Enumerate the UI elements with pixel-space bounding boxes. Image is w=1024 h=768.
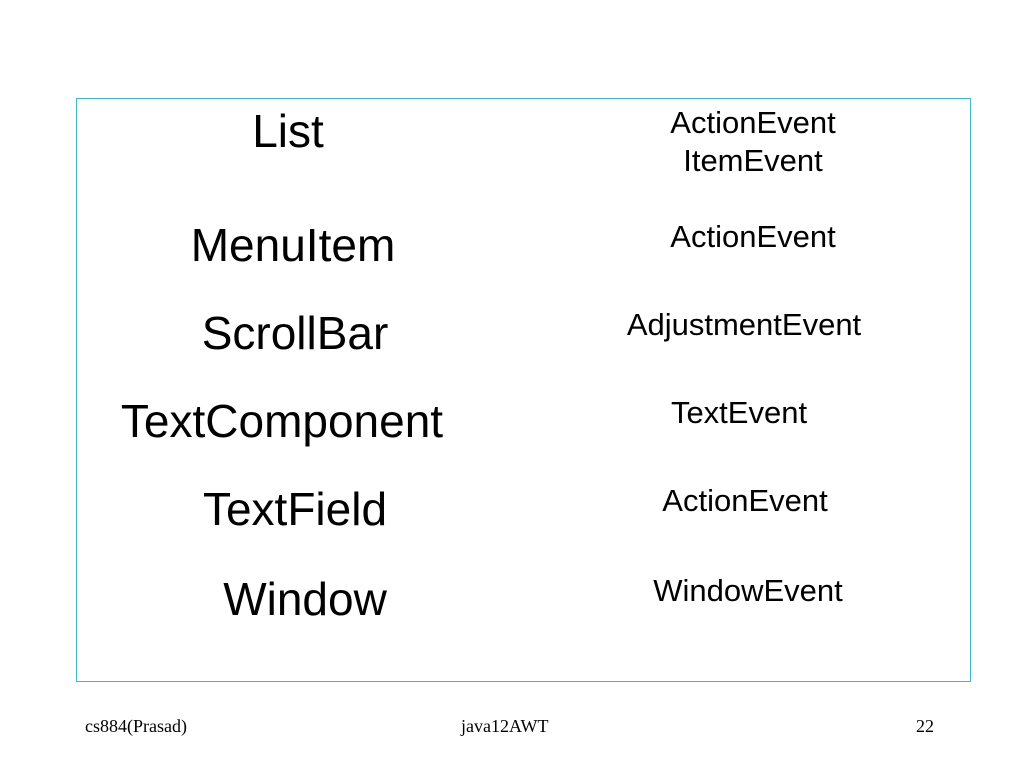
event-label: ActionEvent [662, 482, 827, 520]
component-label: List [252, 105, 324, 157]
component-label: TextComponent [120, 395, 444, 447]
component-label: TextField [202, 483, 388, 535]
event-label: ActionEvent ItemEvent [670, 104, 835, 180]
event-label: AdjustmentEvent [627, 306, 861, 344]
event-label: TextEvent [671, 394, 807, 432]
footer-author: cs884(Prasad) [85, 716, 187, 736]
component-label: ScrollBar [201, 307, 389, 359]
component-label: MenuItem [190, 219, 396, 271]
event-label: WindowEvent [653, 572, 843, 610]
event-line: WindowEvent [653, 573, 843, 608]
event-line: TextEvent [670, 395, 808, 430]
event-line: AdjustmentEvent [626, 307, 862, 342]
event-line: ItemEvent [683, 143, 823, 178]
content-frame [76, 98, 971, 682]
event-label: ActionEvent [670, 218, 835, 256]
component-label: Window [223, 573, 387, 625]
event-line: ActionEvent [670, 105, 836, 140]
footer-page-number: 22 [916, 716, 934, 736]
footer-title: java12AWT [461, 716, 549, 736]
event-line: ActionEvent [662, 483, 828, 518]
event-line: ActionEvent [670, 219, 836, 254]
